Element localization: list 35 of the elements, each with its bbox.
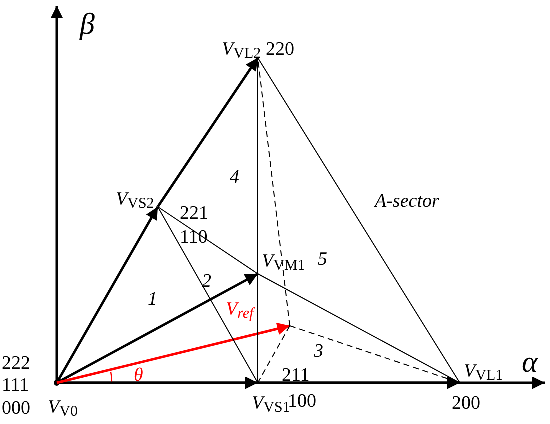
line — [158, 206, 258, 384]
sector-label: A-sector — [375, 192, 440, 211]
vector-arrow — [56, 206, 160, 384]
vector-label: V$_{VL1}$ — [464, 362, 504, 381]
line — [258, 58, 460, 384]
line — [258, 274, 460, 384]
vector-arrow — [258, 376, 460, 390]
vector-arrow — [156, 57, 260, 208]
switching-state: 222 — [2, 354, 30, 373]
switching-state: 111 — [2, 376, 30, 395]
vector-label: V$_{ref}$ — [226, 300, 254, 319]
greek-axis-label: α — [522, 348, 538, 378]
region-number: 4 — [230, 168, 240, 187]
switching-state: 100 — [288, 392, 316, 411]
angle-label: θ — [134, 366, 144, 385]
switching-state: 220 — [266, 40, 294, 59]
vector-arrow — [56, 322, 290, 384]
switching-state: 221 — [180, 204, 208, 223]
vector-label: V$_{VS2}$ — [116, 190, 154, 209]
dashed-line — [258, 326, 290, 384]
switching-state: 000 — [2, 399, 30, 418]
region-number: 3 — [314, 342, 324, 361]
switching-state: 110 — [180, 228, 208, 247]
vector-label: V$_{VS1}$ — [252, 394, 290, 413]
vector-label: V$_{VL2}$ — [222, 40, 262, 59]
line — [158, 206, 258, 274]
vector-label: V$_{V0}$ — [48, 398, 78, 417]
switching-state: 211 — [282, 366, 310, 385]
switching-state: 200 — [452, 394, 480, 413]
vector-label: V$_{VM1}$ — [262, 252, 306, 271]
region-number: 2 — [202, 272, 212, 291]
region-number: 1 — [148, 290, 158, 309]
region-number: 5 — [318, 250, 328, 269]
vector-arrow — [57, 376, 258, 390]
greek-axis-label: β — [80, 10, 95, 40]
